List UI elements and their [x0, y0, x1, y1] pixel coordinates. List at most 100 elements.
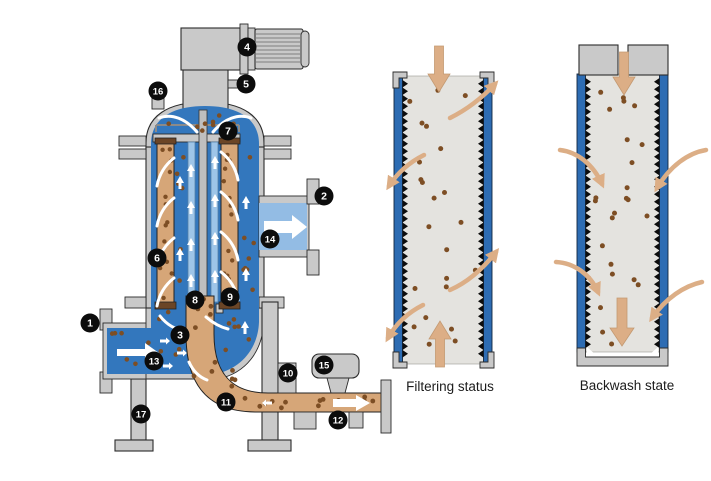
- particle-dot: [419, 120, 425, 126]
- up-flow-arrow: [187, 201, 195, 214]
- particle-dot: [247, 155, 253, 160]
- particle-dot: [166, 121, 171, 126]
- particle-dot: [283, 399, 288, 405]
- particle-dot: [221, 179, 226, 184]
- wedge-wire-teeth: [478, 80, 484, 358]
- svg-text:13: 13: [149, 357, 160, 368]
- flow-swoosh: [219, 230, 240, 262]
- flow-swoosh: [157, 114, 199, 134]
- gearbox-housing: [180, 27, 241, 71]
- particle-dot: [246, 337, 252, 342]
- callout-4: 4: [237, 37, 257, 57]
- particle-dot: [202, 121, 208, 126]
- particle-dot: [418, 177, 424, 183]
- drain-swoosh: [187, 360, 209, 382]
- up-flow-arrow: [242, 268, 250, 281]
- particle-dot: [426, 341, 432, 347]
- particle-dot: [200, 128, 205, 133]
- particle-dot: [226, 248, 231, 254]
- callout-11: 11: [216, 392, 236, 412]
- callout-13: 13: [144, 351, 164, 371]
- inflow-arrow-bottom: [428, 320, 452, 368]
- particle-dot: [193, 325, 198, 330]
- cap-notch: [587, 347, 597, 356]
- particle-dot: [317, 398, 323, 403]
- svg-text:5: 5: [243, 79, 249, 91]
- callout-17: 17: [131, 404, 151, 424]
- particle-dot: [316, 403, 321, 409]
- inward-arrow: [557, 147, 605, 189]
- svg-text:6: 6: [154, 253, 160, 265]
- right-flange-tab: [263, 135, 292, 147]
- right-support-leg: [261, 301, 279, 441]
- particle-dot: [452, 338, 458, 344]
- flow-swoosh: [211, 114, 253, 134]
- valve-neck: [326, 377, 350, 394]
- particle-dot: [181, 155, 186, 160]
- callout-2: 2: [314, 186, 334, 206]
- particle-dot: [598, 305, 603, 311]
- particle-dot: [177, 278, 182, 283]
- particle-dot: [162, 239, 167, 244]
- bottom-flange-left: [124, 296, 147, 309]
- particle-dot: [424, 123, 429, 129]
- right-flange-tab: [263, 148, 292, 160]
- dash-flow-arrow: [177, 349, 187, 357]
- particle-dot: [417, 159, 422, 165]
- svg-text:8: 8: [192, 295, 198, 307]
- drain-flow-arrow: [333, 395, 370, 411]
- particle-dot: [242, 395, 248, 401]
- drain-particles: [191, 296, 376, 411]
- particle-dot: [222, 166, 228, 171]
- particle-dot: [124, 357, 130, 362]
- particle-dot: [279, 405, 284, 411]
- particle-dot: [426, 224, 432, 230]
- particle-dot: [411, 324, 417, 330]
- particle-dot: [232, 324, 237, 330]
- inward-arrow: [553, 259, 601, 297]
- filtering-element-diagram: Filtering status: [385, 45, 500, 394]
- inward-arrow: [654, 147, 709, 193]
- svg-text:14: 14: [265, 235, 276, 246]
- particle-dot: [442, 190, 447, 195]
- flow-swoosh: [219, 190, 240, 222]
- svg-text:15: 15: [319, 361, 330, 372]
- flow-swoosh: [155, 156, 176, 188]
- particle-dot: [608, 261, 614, 267]
- particle-dot: [223, 347, 228, 353]
- element-fitting: [479, 351, 495, 369]
- particle-dot: [257, 403, 263, 409]
- dash-flow-arrow: [160, 337, 170, 345]
- particle-dot: [462, 93, 468, 99]
- top-cap-block: [578, 44, 619, 76]
- up-flow-arrow: [242, 196, 250, 209]
- center-shaft: [198, 109, 208, 305]
- outflow-arrow: [447, 248, 500, 293]
- particle-dot: [431, 195, 437, 201]
- particle-dot: [449, 326, 454, 332]
- particle-dot: [635, 282, 641, 288]
- drain-end-flange: [380, 379, 392, 434]
- particle-dot: [163, 194, 168, 199]
- particle-dot: [230, 368, 235, 373]
- callout-16: 16: [148, 81, 168, 101]
- particle-dot: [593, 195, 599, 201]
- particle-dot: [246, 256, 252, 261]
- particle-dot: [623, 195, 629, 201]
- callout-12: 12: [328, 410, 348, 430]
- particle-dot: [599, 243, 605, 249]
- candle-cap: [154, 301, 177, 310]
- outlet-flange-bottom: [306, 249, 320, 276]
- particle-dot: [216, 113, 222, 118]
- particle-dot: [109, 331, 115, 336]
- particle-dot: [208, 303, 214, 309]
- particle-dot: [444, 247, 450, 253]
- element-fitting: [392, 351, 408, 369]
- svg-text:4: 4: [244, 42, 250, 54]
- up-flow-arrow: [176, 248, 184, 261]
- backwash-element-diagram: Backwash state: [553, 44, 709, 393]
- inward-arrow: [649, 279, 705, 323]
- particle-dot: [600, 329, 606, 335]
